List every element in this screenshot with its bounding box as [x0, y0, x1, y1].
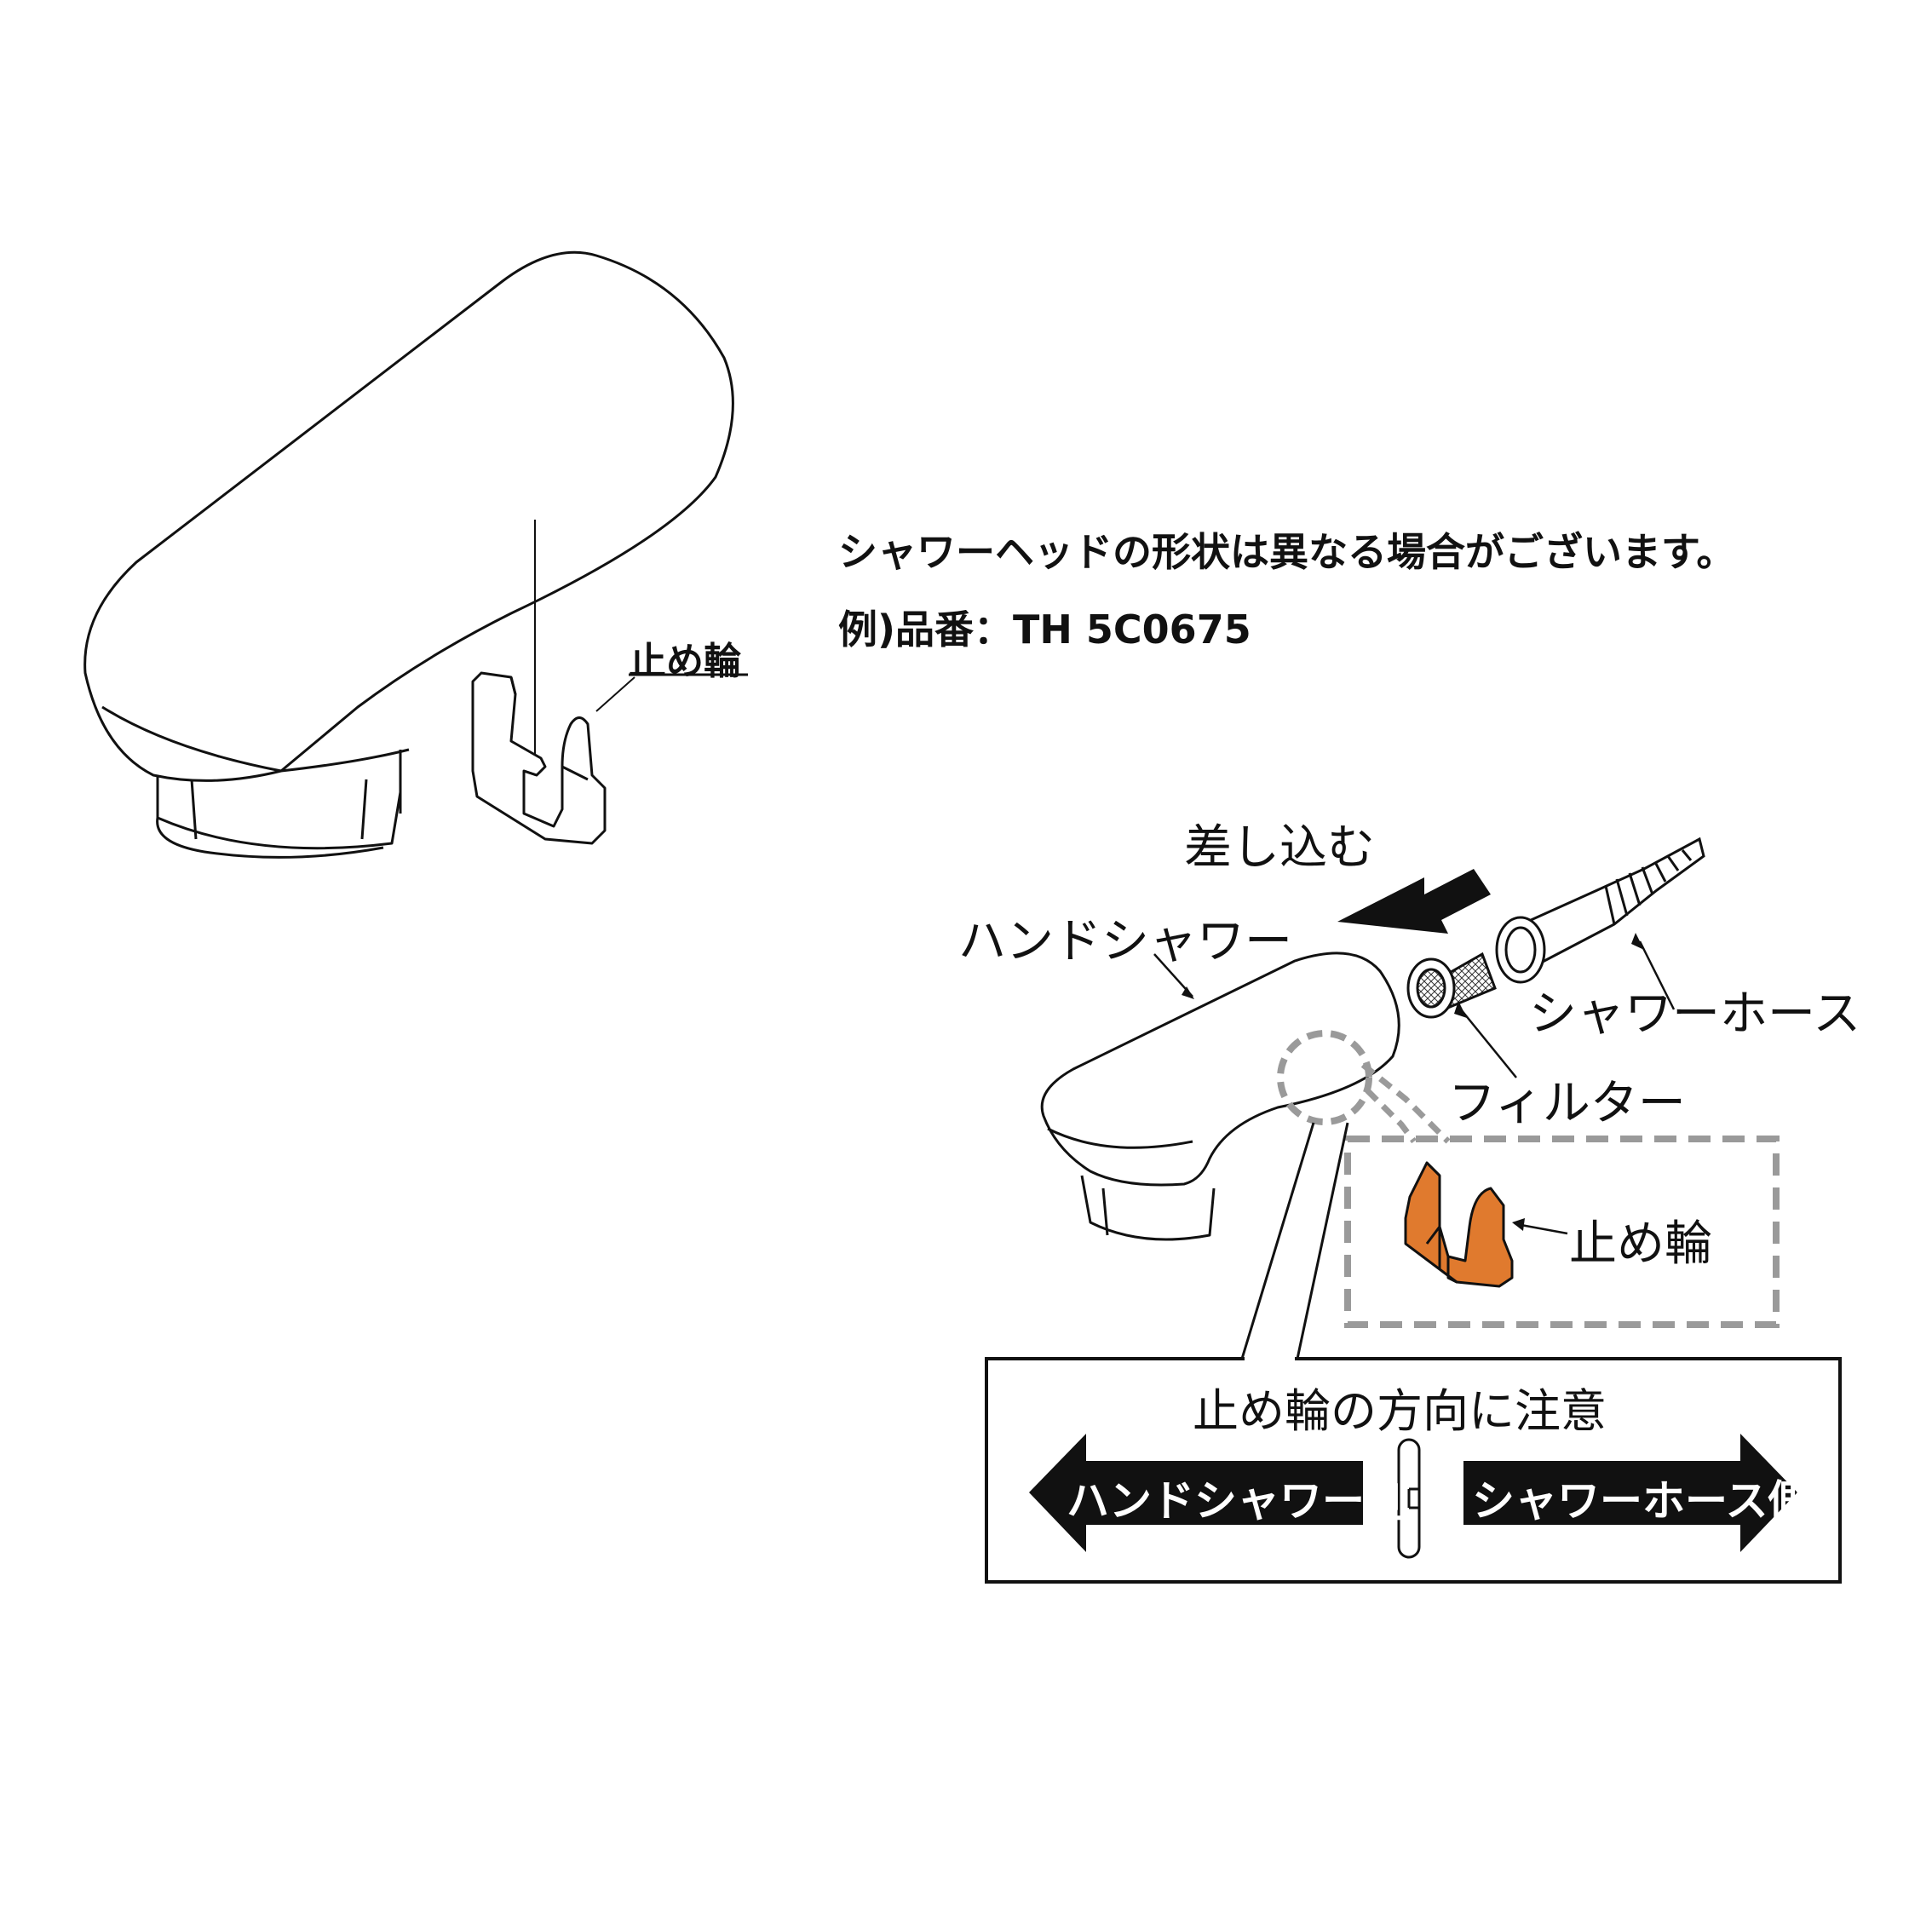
left-direction-arrow	[1029, 1434, 1363, 1552]
top-ring-label: 止め輪	[629, 640, 741, 683]
caution-title: 止め輪の方向に注意	[1193, 1384, 1607, 1438]
filter-label: フィルター	[1448, 1076, 1686, 1131]
retaining-ring-orange	[1404, 1161, 1514, 1288]
hand-shower-small	[1040, 952, 1400, 1241]
retaining-ring-top	[471, 671, 607, 845]
shower-hose	[1495, 837, 1705, 984]
ring-label: 止め輪	[1569, 1216, 1712, 1272]
shower-head-large	[83, 250, 734, 859]
right-direction-arrow	[1463, 1434, 1797, 1552]
hose-leader	[1638, 940, 1676, 1010]
shower-hose-side-label: シャワーホース側	[1472, 1476, 1811, 1526]
hand-shower-side-label: ハンドシャワー側	[1067, 1476, 1407, 1526]
insert-arrow	[1337, 869, 1491, 934]
filter-part	[1406, 952, 1497, 1019]
shower-hose-label: シャワーホース	[1529, 986, 1861, 1042]
ring-profile-icon	[1397, 1438, 1421, 1559]
dashed-detail-box	[1344, 1136, 1780, 1328]
shape-note: シャワーヘッドの形状は異なる場合がございます。	[838, 529, 1736, 575]
insert-label: 差し込む	[1184, 820, 1375, 876]
filter-leader	[1460, 1009, 1517, 1078]
dashed-highlight-circle	[1277, 1030, 1372, 1125]
top-ring-leader	[595, 676, 635, 712]
example-part-number: 例)品番：TH 5C0675	[838, 607, 1251, 653]
ring-leader	[1515, 1222, 1568, 1235]
hand-shower-label: ハンドシャワー	[958, 914, 1292, 969]
